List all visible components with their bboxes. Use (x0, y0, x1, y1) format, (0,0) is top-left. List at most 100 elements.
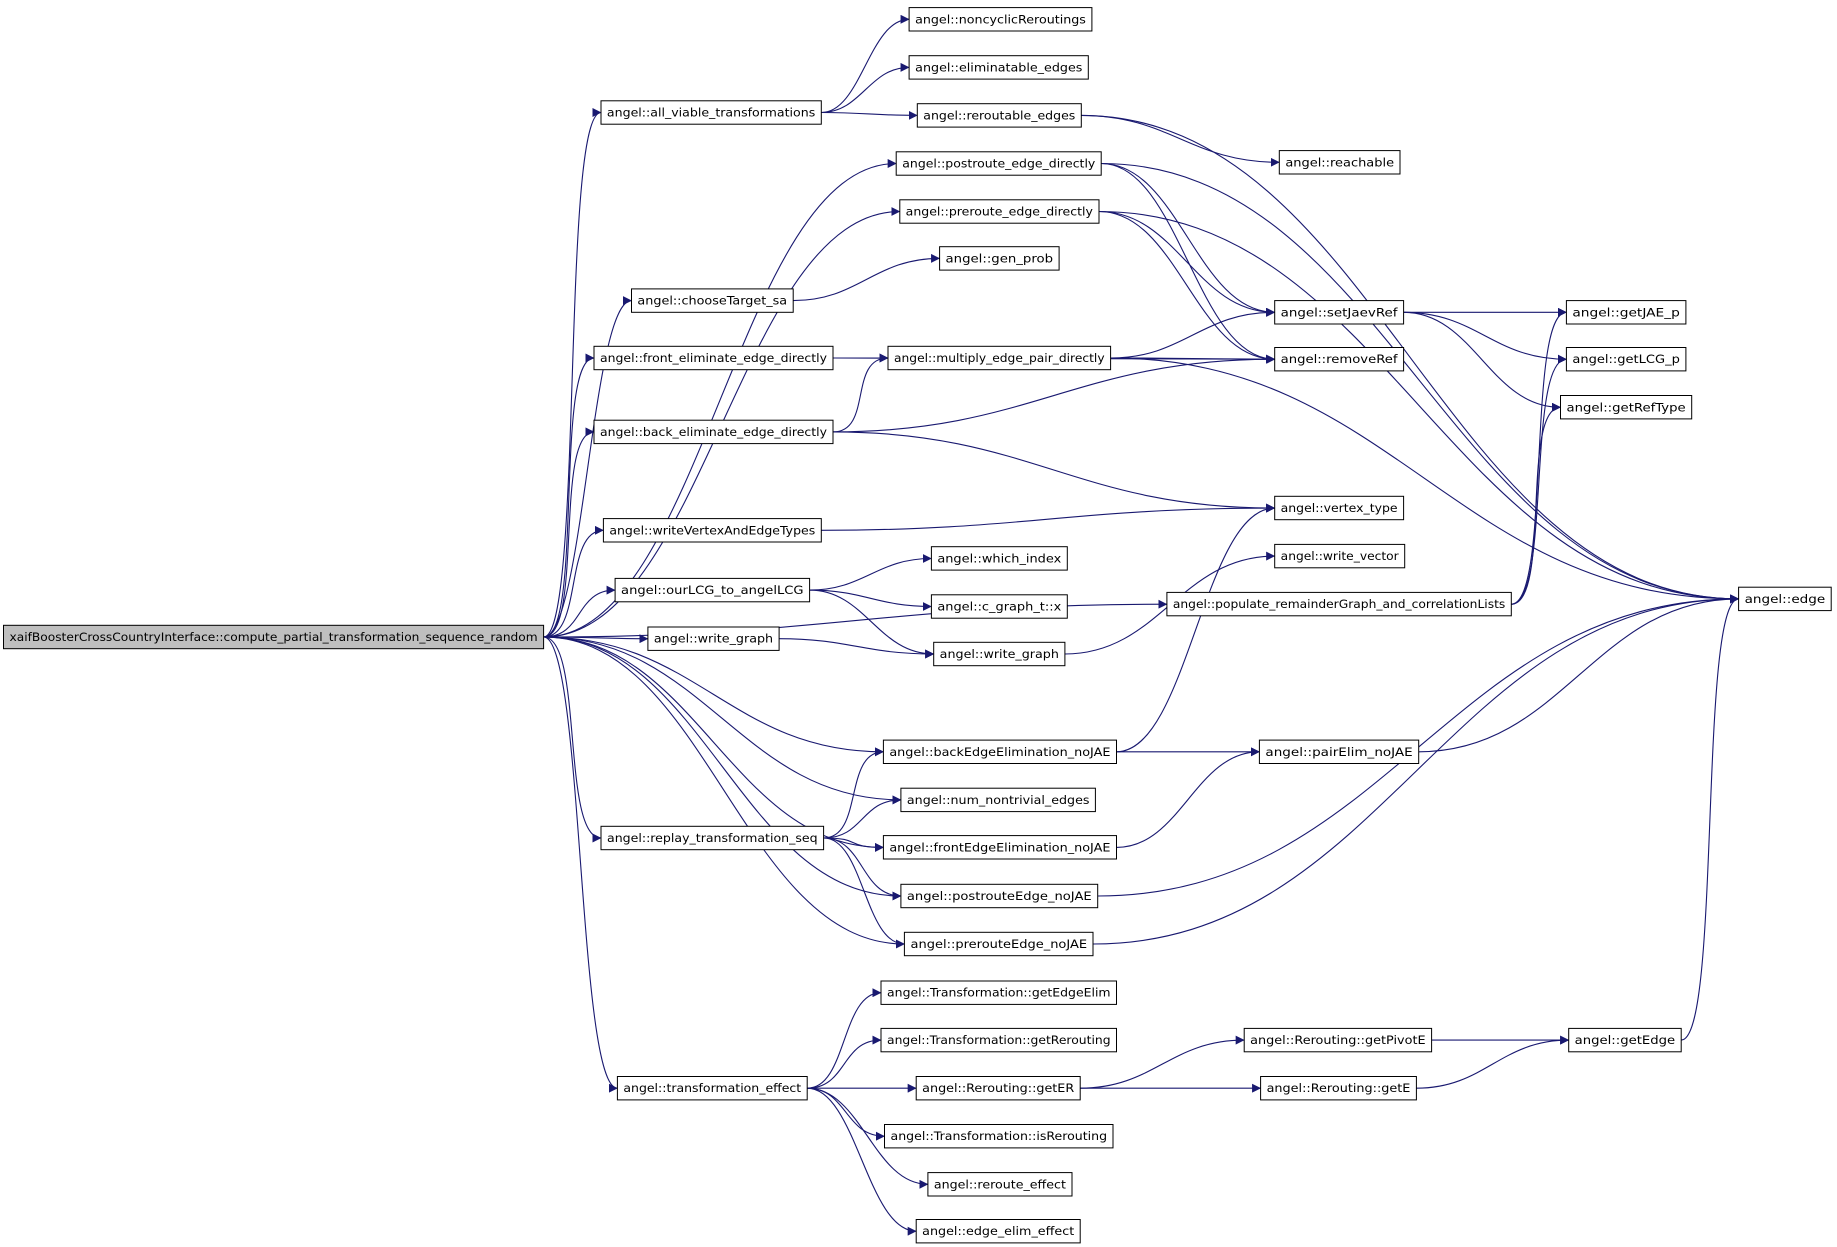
graph-node-box (916, 103, 1082, 128)
graph-node-getE[interactable]: angel::Rerouting::getE (1260, 1076, 1417, 1101)
graph-node-label: angel::Transformation::getRerouting (887, 1033, 1111, 1047)
edges-layer (543, 14, 1740, 1236)
graph-node-label: angel::vertex_type (1281, 501, 1398, 515)
graph-node-populate[interactable]: angel::populate_remainderGraph_and_corre… (1166, 591, 1512, 617)
graph-node-label: angel::transformation_effect (623, 1081, 801, 1095)
graph-node-writeVE[interactable]: angel::writeVertexAndEdgeTypes (602, 518, 822, 543)
graph-node-label: angel::Transformation::isRerouting (891, 1129, 1108, 1143)
graph-node-box (903, 931, 1094, 957)
call-edge-backEdgeElim-to-vertex_type (1116, 503, 1276, 753)
graph-node-label: angel::write_graph (940, 647, 1059, 661)
call-edge-trans_effect-to-edge_elim_effect (807, 1087, 917, 1236)
call-edge-root-to-frontEdgeElim (543, 636, 884, 852)
graph-node-noncyclic[interactable]: angel::noncyclicReroutings (908, 7, 1093, 32)
graph-node-label: xaifBoosterCrossCountryInterface::comput… (10, 630, 538, 644)
call-edge-ourLCG-to-write_graph2 (809, 589, 935, 659)
graph-node-label: angel::num_nontrivial_edges (907, 793, 1090, 807)
graph-node-postroute_dir[interactable]: angel::postroute_edge_directly (895, 151, 1102, 176)
graph-node-num_nontrivial[interactable]: angel::num_nontrivial_edges (900, 787, 1096, 813)
graph-node-box (1565, 300, 1687, 325)
call-edge-replay-to-num_nontrivial (823, 795, 902, 839)
graph-node-getRefType[interactable]: angel::getRefType (1560, 395, 1693, 420)
graph-node-ourLCG[interactable]: angel::ourLCG_to_angelLCG (614, 577, 811, 603)
call-edge-replay-to-frontEdgeElim (823, 837, 884, 852)
graph-node-getEdge[interactable]: angel::getEdge (1568, 1027, 1682, 1053)
call-edge-back_elim_dir-to-vertex_type (832, 431, 1276, 513)
graph-node-box (900, 883, 1099, 909)
graph-node-label: angel::noncyclicReroutings (915, 12, 1086, 26)
call-edge-root-to-postroute_dir (543, 159, 897, 638)
graph-node-label: angel::frontEdgeElimination_noJAE (889, 840, 1110, 854)
call-edge-root-to-num_nontrivial (543, 636, 902, 805)
graph-node-edge_elim_effect[interactable]: angel::edge_elim_effect (915, 1219, 1081, 1244)
graph-node-box (884, 1124, 1114, 1149)
graph-node-prerouteEdge[interactable]: angel::prerouteEdge_noJAE (903, 931, 1094, 957)
graph-node-label: angel::back_eliminate_edge_directly (600, 425, 827, 439)
call-edge-getEdge-to-edge (1681, 594, 1740, 1041)
graph-node-vertex_type[interactable]: angel::vertex_type (1274, 495, 1405, 521)
graph-node-front_elim_dir[interactable]: angel::front_eliminate_edge_directly (593, 345, 834, 371)
graph-node-trans_effect[interactable]: angel::transformation_effect (616, 1076, 808, 1101)
call-edge-getE-to-getEdge (1416, 1035, 1570, 1089)
graph-node-eliminatable[interactable]: angel::eliminatable_edges (908, 55, 1089, 80)
call-edge-back_elim_dir-to-multiply (832, 353, 889, 433)
graph-node-back_elim_dir[interactable]: angel::back_eliminate_edge_directly (593, 419, 834, 445)
graph-node-preroute_dir[interactable]: angel::preroute_edge_directly (899, 199, 1100, 224)
graph-node-box (614, 577, 811, 603)
graph-node-label: angel::edge (1745, 592, 1826, 606)
graph-node-chooseTarget[interactable]: angel::chooseTarget_sa (631, 288, 794, 313)
call-edge-postroute_dir-to-removeRef (1101, 162, 1276, 364)
graph-node-getPivotE[interactable]: angel::Rerouting::getPivotE (1243, 1027, 1433, 1053)
graph-node-label: angel::ourLCG_to_angelLCG (621, 583, 804, 597)
graph-node-label: angel::pairElim_noJAE (1265, 745, 1412, 759)
graph-node-label: angel::backEdgeElimination_noJAE (889, 745, 1110, 759)
graph-node-label: angel::chooseTarget_sa (637, 294, 787, 308)
call-edge-root-to-writeVE (543, 525, 604, 638)
graph-node-label: angel::preroute_edge_directly (906, 205, 1093, 219)
graph-node-box (880, 1027, 1117, 1053)
graph-node-label: angel::removeRef (1281, 352, 1399, 366)
graph-node-gen_prob[interactable]: angel::gen_prob (939, 246, 1060, 271)
graph-node-which_index[interactable]: angel::which_index (930, 546, 1068, 571)
graph-node-label: angel::Rerouting::getE (1267, 1081, 1411, 1095)
call-edge-trans_effect-to-isRerouting (807, 1087, 885, 1141)
graph-node-getEdgeElim[interactable]: angel::Transformation::getEdgeElim (880, 980, 1117, 1005)
graph-node-setJaevRef[interactable]: angel::setJaevRef (1274, 300, 1405, 325)
graph-node-write_graph1[interactable]: angel::write_graph (647, 626, 780, 651)
graph-node-label: angel::c_graph_t::x (937, 600, 1061, 614)
graph-node-isRerouting[interactable]: angel::Transformation::isRerouting (884, 1124, 1114, 1149)
graph-node-removeRef[interactable]: angel::removeRef (1274, 347, 1405, 372)
call-edge-preroute_dir-to-setJaevRef (1098, 210, 1276, 317)
graph-node-root[interactable]: xaifBoosterCrossCountryInterface::comput… (3, 624, 545, 650)
nodes-layer: xaifBoosterCrossCountryInterface::comput… (3, 7, 1832, 1244)
call-edge-reroutable-to-reachable (1081, 114, 1280, 167)
graph-node-write_graph2[interactable]: angel::write_graph (933, 641, 1066, 667)
graph-node-getRerouting[interactable]: angel::Transformation::getRerouting (880, 1027, 1117, 1053)
call-edge-all_viable-to-noncyclic (821, 14, 910, 114)
call-edge-postroute_dir-to-setJaevRef (1101, 162, 1276, 317)
graph-node-getJAE_p[interactable]: angel::getJAE_p (1565, 300, 1687, 325)
graph-node-label: angel::prerouteEdge_noJAE (911, 937, 1088, 951)
graph-node-backEdgeElim[interactable]: angel::backEdgeElimination_noJAE (882, 739, 1118, 764)
call-edge-trans_effect-to-getRerouting (807, 1035, 882, 1089)
graph-node-reroutable[interactable]: angel::reroutable_edges (916, 103, 1082, 128)
graph-node-pairElim[interactable]: angel::pairElim_noJAE (1258, 739, 1420, 764)
graph-node-c_graph_x[interactable]: angel::c_graph_t::x (930, 594, 1068, 619)
graph-node-reroute_effect[interactable]: angel::reroute_effect (927, 1172, 1073, 1197)
graph-node-multiply[interactable]: angel::multiply_edge_pair_directly (887, 345, 1112, 371)
call-edge-root-to-all_viable (543, 108, 602, 638)
graph-node-reachable[interactable]: angel::reachable (1278, 150, 1401, 175)
graph-node-getER[interactable]: angel::Rerouting::getER (915, 1076, 1081, 1101)
graph-node-frontEdgeElim[interactable]: angel::frontEdgeElimination_noJAE (882, 835, 1118, 860)
graph-node-all_viable[interactable]: angel::all_viable_transformations (600, 100, 822, 125)
graph-node-box (1560, 395, 1693, 420)
call-edge-root-to-back_elim_dir (543, 427, 595, 638)
graph-node-getLCG_p[interactable]: angel::getLCG_p (1565, 347, 1687, 372)
graph-node-write_vector[interactable]: angel::write_vector (1274, 543, 1406, 569)
graph-node-postrouteEdge[interactable]: angel::postrouteEdge_noJAE (900, 883, 1099, 909)
graph-node-replay[interactable]: angel::replay_transformation_seq (600, 825, 825, 851)
graph-node-edge[interactable]: angel::edge (1738, 586, 1832, 612)
call-edge-replay-to-backEdgeElim (823, 747, 884, 839)
